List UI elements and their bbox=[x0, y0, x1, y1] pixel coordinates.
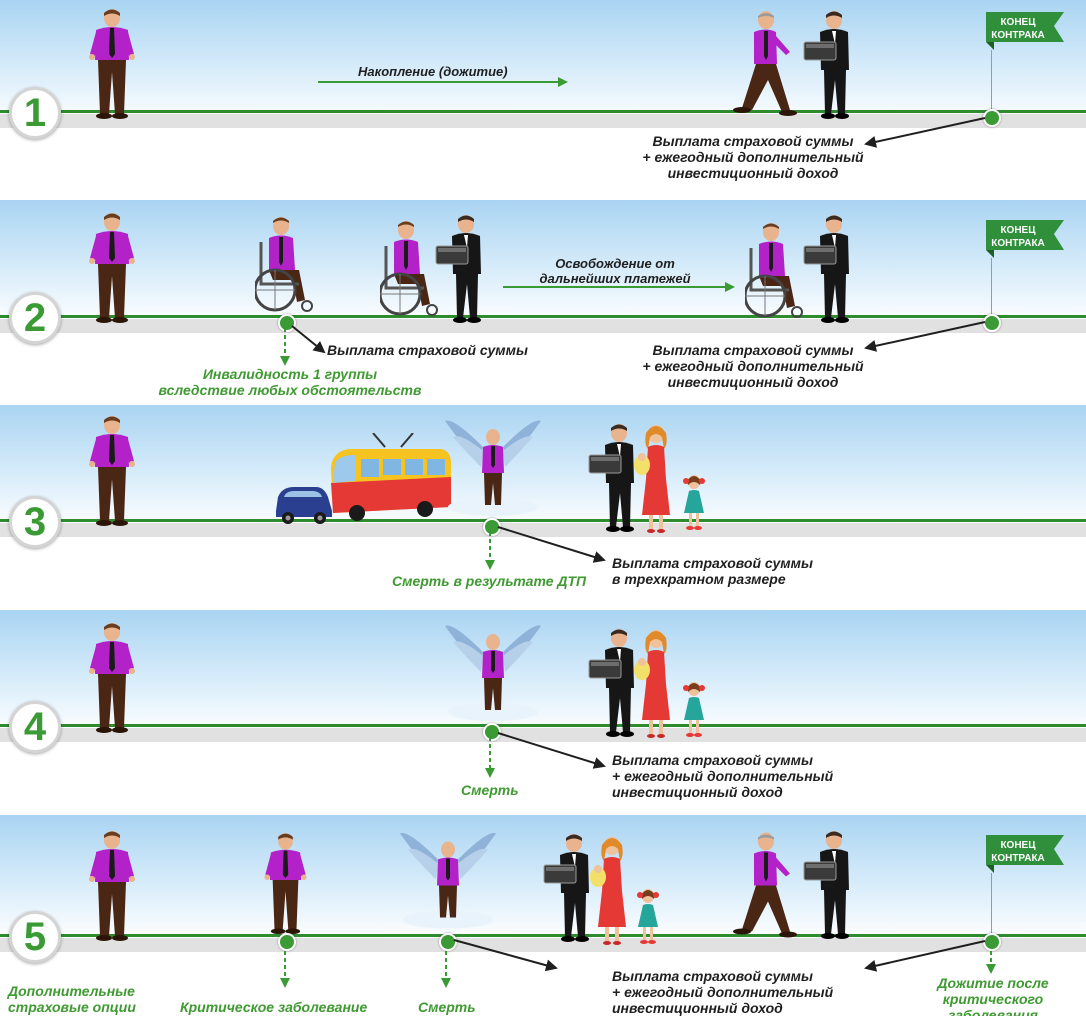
payout-arrow bbox=[453, 939, 558, 972]
row-number-badge: 5 bbox=[9, 911, 61, 963]
payout-sum-label: Выплата страховой суммы bbox=[327, 342, 528, 358]
scenario-row-1: 1 КОНЕЦ КОНТРАКА Накопление (дожитие) Вы… bbox=[0, 0, 1086, 200]
payout-sum-arrow bbox=[291, 325, 326, 354]
death-label: Смерть bbox=[461, 782, 519, 798]
death-accident-label: Смерть в результате ДТП bbox=[392, 573, 587, 589]
payout-arrow bbox=[497, 526, 606, 563]
accumulation-label: Накопление (дожитие) bbox=[358, 64, 508, 79]
row-number-badge: 2 bbox=[9, 292, 61, 344]
payout-label: Выплата страховой суммы+ ежегодный допол… bbox=[612, 968, 834, 1016]
payout-arrow bbox=[864, 940, 986, 972]
row-number-badge: 3 bbox=[9, 496, 61, 548]
death-label: Смерть bbox=[418, 999, 476, 1015]
row-number-badge: 4 bbox=[9, 701, 61, 753]
payout-arrow bbox=[864, 321, 986, 352]
payout-arrow bbox=[864, 117, 986, 148]
timeline-point bbox=[278, 314, 296, 332]
timeline-point bbox=[278, 933, 296, 951]
payout-arrow bbox=[497, 732, 606, 769]
timeline-point bbox=[483, 723, 501, 741]
flag-icon: КОНЕЦ КОНТРАКА bbox=[986, 12, 1064, 50]
payout-label: Выплата страховой суммы+ ежегодный допол… bbox=[612, 752, 834, 800]
critical-illness-label: Критическое заболевание bbox=[180, 999, 368, 1015]
flag-icon: КОНЕЦ КОНТРАКА bbox=[986, 835, 1064, 873]
scenario-row-4: 4 Смерть Выплата страховой суммы+ ежегод… bbox=[0, 610, 1086, 815]
flag-icon: КОНЕЦ КОНТРАКА bbox=[986, 220, 1064, 258]
scenario-row-3: 3 Смерть в результате ДТП Выплата страхо… bbox=[0, 405, 1086, 610]
timeline-point bbox=[439, 933, 457, 951]
row-number-badge: 1 bbox=[9, 87, 61, 139]
payout-label: Выплата страховой суммы+ ежегодный допол… bbox=[642, 133, 864, 181]
payout-label: Выплата страховой суммы+ ежегодный допол… bbox=[642, 342, 864, 390]
